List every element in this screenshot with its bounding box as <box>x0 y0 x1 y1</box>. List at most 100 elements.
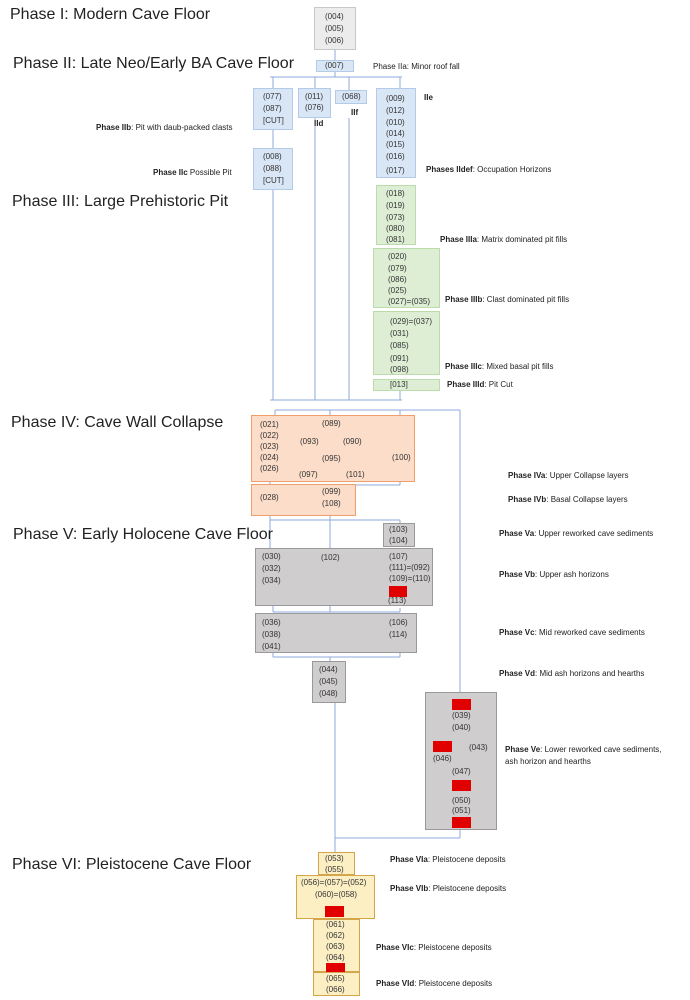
label-iid: IId <box>314 119 324 128</box>
context-111: (111)=(092) <box>389 563 430 572</box>
context-039: (039) <box>452 711 471 720</box>
label-vb: Phase Vb: Upper ash horizons <box>499 570 609 579</box>
box-phase-iif: (068) <box>335 90 367 104</box>
label-iidef: Phases IIdef: Occupation Horizons <box>426 165 552 174</box>
context-017: (017) <box>386 166 405 175</box>
label-vd: Phase Vd: Mid ash horizons and hearths <box>499 669 645 678</box>
context-101: (101) <box>346 470 365 479</box>
label-ve-line1: Phase Ve: Lower reworked cave sediments, <box>505 745 662 754</box>
context-093: (093) <box>300 437 319 446</box>
context-050: (050) <box>452 796 471 805</box>
box-phase-iiic: (029)=(037) (031) (085) (091) (098) <box>373 311 440 375</box>
context-107: (107) <box>389 552 408 561</box>
context-068: (068) <box>342 92 361 101</box>
context-108: (108) <box>322 499 341 508</box>
context-015: (015) <box>386 140 405 149</box>
context-054-hearth: (054) <box>452 817 471 828</box>
context-095: (095) <box>322 454 341 463</box>
phase-title-vi: Phase VI: Pleistocene Cave Floor <box>12 856 252 873</box>
context-040: (040) <box>452 723 471 732</box>
context-020: (020) <box>388 252 407 261</box>
context-030: (030) <box>262 552 281 561</box>
label-iic: Phase IIc Possible Pit <box>153 168 232 177</box>
box-phase-ve: (033) (039) (040) (042) (043) (046) (047… <box>425 692 497 830</box>
context-077: (077) <box>263 92 282 101</box>
context-051: (051) <box>452 806 471 815</box>
box-phase-vic: (061) (062) (063) (064) (067) <box>313 919 360 974</box>
context-103: (103) <box>389 525 408 534</box>
context-043: (043) <box>469 743 488 752</box>
context-028: (028) <box>260 493 279 502</box>
context-042-hearth: (042) <box>433 741 452 752</box>
context-025: (025) <box>388 286 407 295</box>
label-iiic: Phase IIIc: Mixed basal pit fills <box>445 362 554 371</box>
box-phase-vd: (044) (045) (048) <box>312 661 346 703</box>
context-056: (056)=(057)=(052) <box>301 878 367 887</box>
label-vib: Phase VIb: Pleistocene deposits <box>390 884 507 893</box>
box-phase-iic: (008) (088) [CUT] <box>253 148 293 190</box>
label-iiia: Phase IIIa: Matrix dominated pit fills <box>440 235 568 244</box>
box-phase-iia: (007) <box>316 60 354 72</box>
context-113: (113) <box>388 596 407 605</box>
context-013: [013] <box>390 380 408 389</box>
context-047: (047) <box>452 767 471 776</box>
phase-title-iii: Phase III: Large Prehistoric Pit <box>12 193 229 210</box>
label-ivb: Phase IVb: Basal Collapse layers <box>508 495 628 504</box>
context-053: (053) <box>325 854 344 863</box>
label-vc: Phase Vc: Mid reworked cave sediments <box>499 628 645 637</box>
context-011: (011) <box>305 92 324 101</box>
phase-title-iv: Phase IV: Cave Wall Collapse <box>11 414 224 431</box>
context-090: (090) <box>343 437 362 446</box>
context-036: (036) <box>262 618 281 627</box>
label-iiid: Phase IIId: Pit Cut <box>447 380 513 389</box>
context-032: (032) <box>262 564 281 573</box>
context-cut-iic: [CUT] <box>263 176 284 185</box>
context-004: (004) <box>325 12 344 21</box>
label-iif: IIf <box>351 108 359 117</box>
box-phase-vid: (065) (066) <box>313 972 360 996</box>
context-100: (100) <box>392 453 411 462</box>
phase-title-ii: Phase II: Late Neo/Early BA Cave Floor <box>13 55 295 72</box>
context-091: (091) <box>390 354 409 363</box>
context-061: (061) <box>326 920 345 929</box>
label-vic: Phase VIc: Pleistocene deposits <box>376 943 492 952</box>
context-038: (038) <box>262 630 281 639</box>
context-019: (019) <box>386 201 405 210</box>
box-phase-iiib: (020) (079) (086) (025) (027)=(035) <box>373 248 440 308</box>
box-phase-iva: (021) (022) (023) (024) (026) (089) (093… <box>251 415 415 482</box>
context-102: (102) <box>321 553 340 562</box>
context-007: (007) <box>325 61 344 70</box>
phase-title-v: Phase V: Early Holocene Cave Floor <box>13 526 273 543</box>
label-vid: Phase VId: Pleistocene deposits <box>376 979 493 988</box>
context-021: (021) <box>260 420 279 429</box>
context-005: (005) <box>325 24 344 33</box>
context-044: (044) <box>319 665 338 674</box>
context-086: (086) <box>388 275 407 284</box>
box-phase-iib: (077) (087) [CUT] <box>253 88 293 130</box>
context-008: (008) <box>263 152 282 161</box>
context-024: (024) <box>260 453 279 462</box>
context-022: (022) <box>260 431 279 440</box>
context-049-hearth: (049) <box>452 780 471 791</box>
context-065: (065) <box>326 974 345 983</box>
context-079: (079) <box>388 264 407 273</box>
label-iiib: Phase IIIb: Clast dominated pit fills <box>445 295 570 304</box>
context-066: (066) <box>326 985 345 994</box>
context-081: (081) <box>386 235 405 244</box>
label-iie: IIe <box>424 93 433 102</box>
context-033-hearth: (033) <box>452 699 471 710</box>
context-059-hearth: (059) <box>325 906 344 917</box>
box-phase-i: (004) (005) (006) <box>314 7 356 50</box>
label-va: Phase Va: Upper reworked cave sediments <box>499 529 654 538</box>
context-046: (046) <box>433 754 452 763</box>
context-112-hearth: (112) <box>389 586 408 597</box>
context-098: (098) <box>390 365 409 374</box>
box-phase-vib: (056)=(057)=(052) (060)=(058) (059) <box>296 875 375 919</box>
box-phase-iiid: [013] <box>373 379 440 391</box>
context-026: (026) <box>260 464 279 473</box>
context-088: (088) <box>263 164 282 173</box>
context-cut-iib: [CUT] <box>263 116 284 125</box>
context-099: (099) <box>322 487 341 496</box>
label-ve-line2: ash horizon and hearths <box>505 757 591 766</box>
context-006: (006) <box>325 36 344 45</box>
